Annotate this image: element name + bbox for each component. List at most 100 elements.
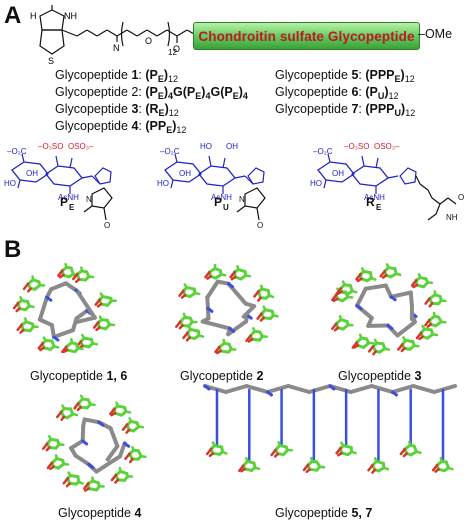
caption-gp-2: Glycopeptide 2 — [180, 369, 264, 383]
model-gp-3-sugar-substituent — [346, 295, 354, 299]
model-gp-3-sugar-hydroxyl — [367, 345, 375, 353]
model-gp-5-7-amide-n — [266, 390, 273, 397]
pu-oh-top: OH — [226, 142, 238, 151]
model-gp-1-6-sugar-substituent — [64, 262, 68, 269]
model-gp-3-sugar-substituent — [370, 276, 377, 281]
model-gp-4-sugar-substituent — [84, 487, 90, 492]
model-gp-4-sugar-hydroxyl — [73, 402, 80, 410]
model-gp-4-backbone — [94, 454, 123, 474]
model-gp-4-sugar-substituent — [89, 403, 96, 407]
pu-ho-bottom: HO — [157, 179, 169, 188]
model-gp-5-7-sugar-substituent — [439, 456, 444, 463]
model-gp-4-sugar-substituent — [77, 480, 84, 485]
re-o2c: –O₂C — [313, 147, 333, 156]
monomer-structures: –O₂C –O₃SO OSO₃– HO OH AcNH N O P E –O₂C… — [4, 142, 464, 230]
model-gp-3-sugar-substituent — [383, 347, 391, 351]
model-gp-1-6-sugar-hydroxyl — [61, 345, 68, 354]
model-gp-5-7-sugar-substituent — [221, 450, 228, 455]
model-gp-4-sugar-substituent — [49, 465, 55, 471]
model-gp-5-7-sugar-substituent — [305, 468, 311, 474]
model-gp-4-sugar-hydroxyl — [46, 461, 54, 470]
model-gp-2-backbone — [241, 304, 257, 319]
model-gp-1-6-sugar-hydroxyl — [92, 321, 100, 329]
pe-label-sub: E — [69, 203, 75, 212]
glycopeptide-5-def: Glycopeptide 5: (PPPE)12 — [275, 68, 415, 84]
model-gp-1-6-sugar-substituent — [62, 348, 69, 354]
glycopeptide-3-def: Glycopeptide 3: (RE)12 — [55, 102, 179, 118]
model-gp-2-sugar-substituent — [230, 275, 237, 281]
caption-gp-3: Glycopeptide 3 — [338, 369, 422, 383]
pe-n: N — [86, 195, 92, 204]
model-gp-1-6-sugar-hydroxyl — [37, 342, 44, 350]
model-gp-4-sugar-substituent — [48, 434, 53, 441]
panel-b-letter: B — [4, 236, 22, 263]
model-gp-1-6-backbone — [74, 308, 89, 321]
model-gp-2-sugar-substituent — [185, 336, 191, 342]
model-gp-1-6-sugar-hydroxyl — [16, 323, 23, 332]
model-gp-3-sugar-substituent — [381, 274, 388, 279]
model-gp-1-6-sugar-substituent — [91, 342, 98, 346]
model-gp-2-sugar-hydroxyl — [214, 345, 221, 354]
model-gp-2-sugar-hydroxyl — [204, 270, 211, 279]
peg-subscript: 12 — [168, 48, 177, 57]
model-gp-1-6-sugar-substituent — [42, 336, 48, 342]
model-gp-3-amide-n — [389, 295, 397, 302]
model-gp-4-sugar-hydroxyl — [55, 410, 63, 419]
model-gp-3-sugar-substituent — [338, 315, 343, 321]
model-gp-3-sugar-hydroxyl — [415, 331, 423, 340]
model-gp-5-7-sugar-substituent — [340, 441, 345, 447]
model-gp-3-sugar-hydroxyl — [330, 293, 338, 302]
model-gp-5-7-sugar-substituent — [408, 440, 412, 447]
model-gp-4-backbone — [80, 423, 86, 443]
model-gp-2-amide-n — [245, 313, 253, 320]
ome-terminal: –OMe — [418, 27, 453, 41]
model-gp-3-sugar-substituent — [358, 333, 363, 340]
model-gp-1-6-sugar-hydroxyl — [57, 269, 64, 277]
re-oh: OH — [332, 169, 344, 178]
model-gp-1-6-sugar-substituent — [95, 326, 101, 332]
pe-oso3: OSO₃– — [68, 142, 94, 151]
pu-o2c: –O₂C — [160, 147, 180, 156]
model-gp-4-sugar-substituent — [125, 428, 131, 434]
model-gp-4-backbone — [69, 438, 85, 451]
model-gp-4-amide-n — [87, 462, 95, 469]
model-gp-1-6-sugar-substituent — [99, 292, 105, 298]
model-gp-5-7-sugar-substituent — [240, 467, 246, 473]
model-gp-4-sugar-substituent — [76, 406, 82, 412]
model-gp-2-sugar-substituent — [222, 338, 226, 345]
glycopeptide-bar-text: Chondroitin sulfate Glycopeptide — [198, 28, 415, 44]
model-gp-3-sugar-substituent — [336, 290, 343, 295]
monomer-pu — [164, 153, 266, 221]
glycopeptide-bar: Chondroitin sulfate Glycopeptide — [193, 22, 420, 50]
model-gp-3-sugar-substituent — [412, 283, 419, 289]
model-gp-1-6-sugar-substituent — [58, 273, 65, 279]
model-gp-2-sugar-hydroxyl — [253, 290, 260, 298]
model-gp-2-sugar-substituent — [247, 337, 254, 343]
re-acnh: AcNH — [364, 193, 385, 202]
model-gp-5-7-sugar-hydroxyl — [367, 464, 374, 472]
model-gp-4-sugar-substituent — [54, 454, 59, 460]
model-gp-2-backbone — [226, 319, 249, 337]
panel-a-letter: A — [4, 2, 22, 29]
model-gp-1-6-sugar-substituent — [27, 287, 32, 293]
model-gp-4-sugar-substituent — [71, 412, 79, 417]
model-gp-4-sugar-hydroxyl — [124, 452, 131, 461]
model-gp-3-sugar-substituent — [440, 299, 447, 303]
model-gp-3-sugar-substituent — [350, 289, 358, 294]
pe-label-main: P — [60, 195, 68, 209]
model-gp-5-7-amide-n — [391, 390, 398, 397]
model-gp-5-7-backbone — [432, 384, 457, 394]
model-gp-4-backbone — [118, 441, 127, 459]
model-gp-2-sugar-hydroxyl — [178, 289, 185, 298]
re-nh: NH — [446, 213, 458, 222]
caption-gp-1-6: Glycopeptide 1, 6 — [30, 369, 128, 383]
model-gp-3-sugar-hydroxyl — [331, 322, 338, 330]
model-gp-3-sugar-substituent — [333, 326, 340, 332]
model-gp-3-sugar-substituent — [394, 272, 402, 277]
model-gp-3-sugar-hydroxyl — [397, 343, 404, 351]
model-gp-5-7-amide-n — [328, 384, 336, 391]
model-gp-3-sugar-substituent — [353, 344, 360, 349]
model-gp-1-6-sugar-substituent — [76, 347, 84, 351]
model-gp-5-7-sugar-substituent — [211, 441, 216, 447]
pu-n: N — [239, 195, 245, 204]
